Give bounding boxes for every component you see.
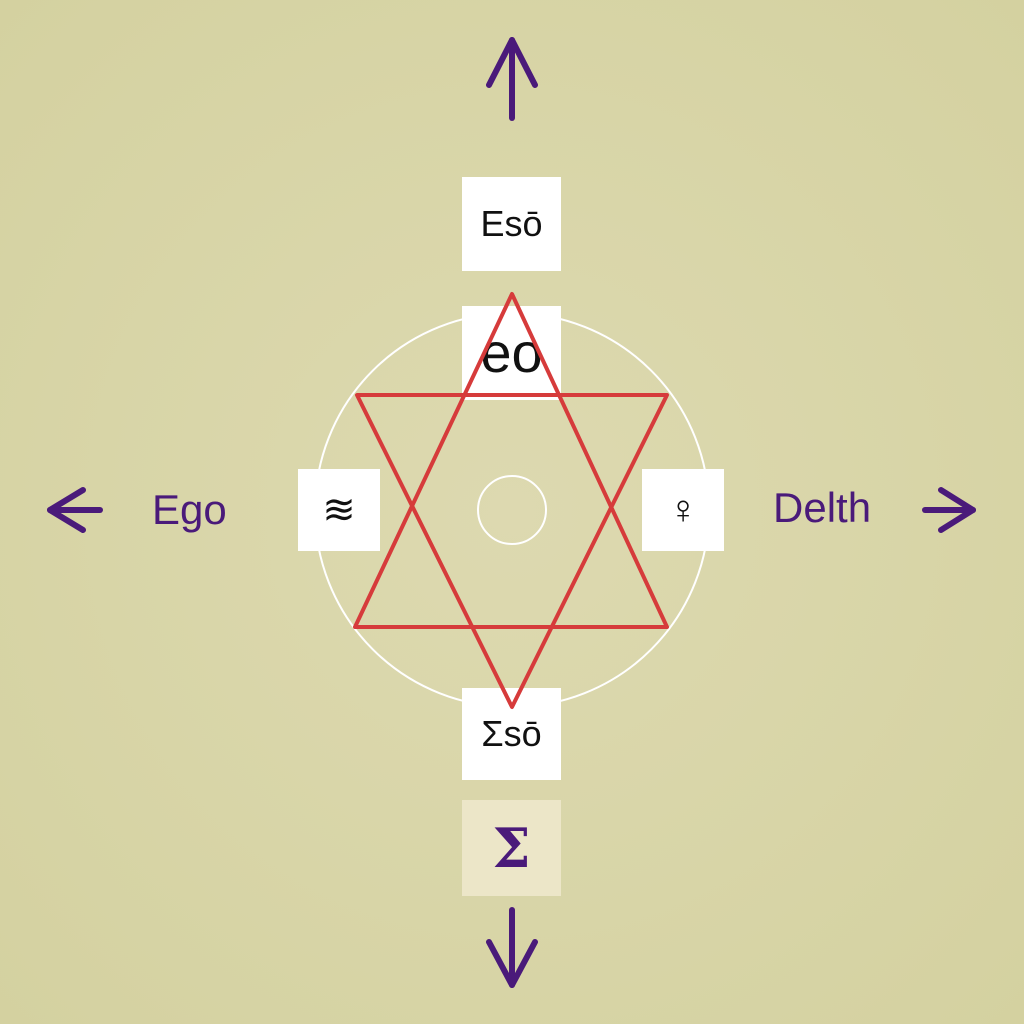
- arrow-down-icon: [486, 907, 538, 988]
- venus-icon: ♀: [668, 487, 698, 532]
- top-label: Esō: [480, 203, 543, 244]
- star-triangle-up: [353, 292, 669, 629]
- left-side-label: Ego: [152, 486, 227, 533]
- arrow-up-icon: [486, 37, 538, 121]
- arrow-right-icon: [922, 487, 976, 533]
- top-label-box: Esō: [462, 177, 561, 271]
- star-triangle-down: [355, 393, 669, 709]
- sigma-box: Σ: [462, 800, 561, 896]
- layers-icon: ≋: [322, 488, 356, 532]
- arrow-left-icon: [47, 487, 103, 533]
- right-side-label: Delth: [773, 484, 872, 531]
- right-symbol-box: ♀: [642, 469, 724, 551]
- inner-circle: [477, 475, 547, 545]
- sigma-icon: Σ: [492, 816, 531, 880]
- left-symbol-box: ≋: [298, 469, 380, 551]
- bottom-label-box: Σsō: [462, 688, 561, 780]
- bottom-label: Σsō: [481, 713, 542, 754]
